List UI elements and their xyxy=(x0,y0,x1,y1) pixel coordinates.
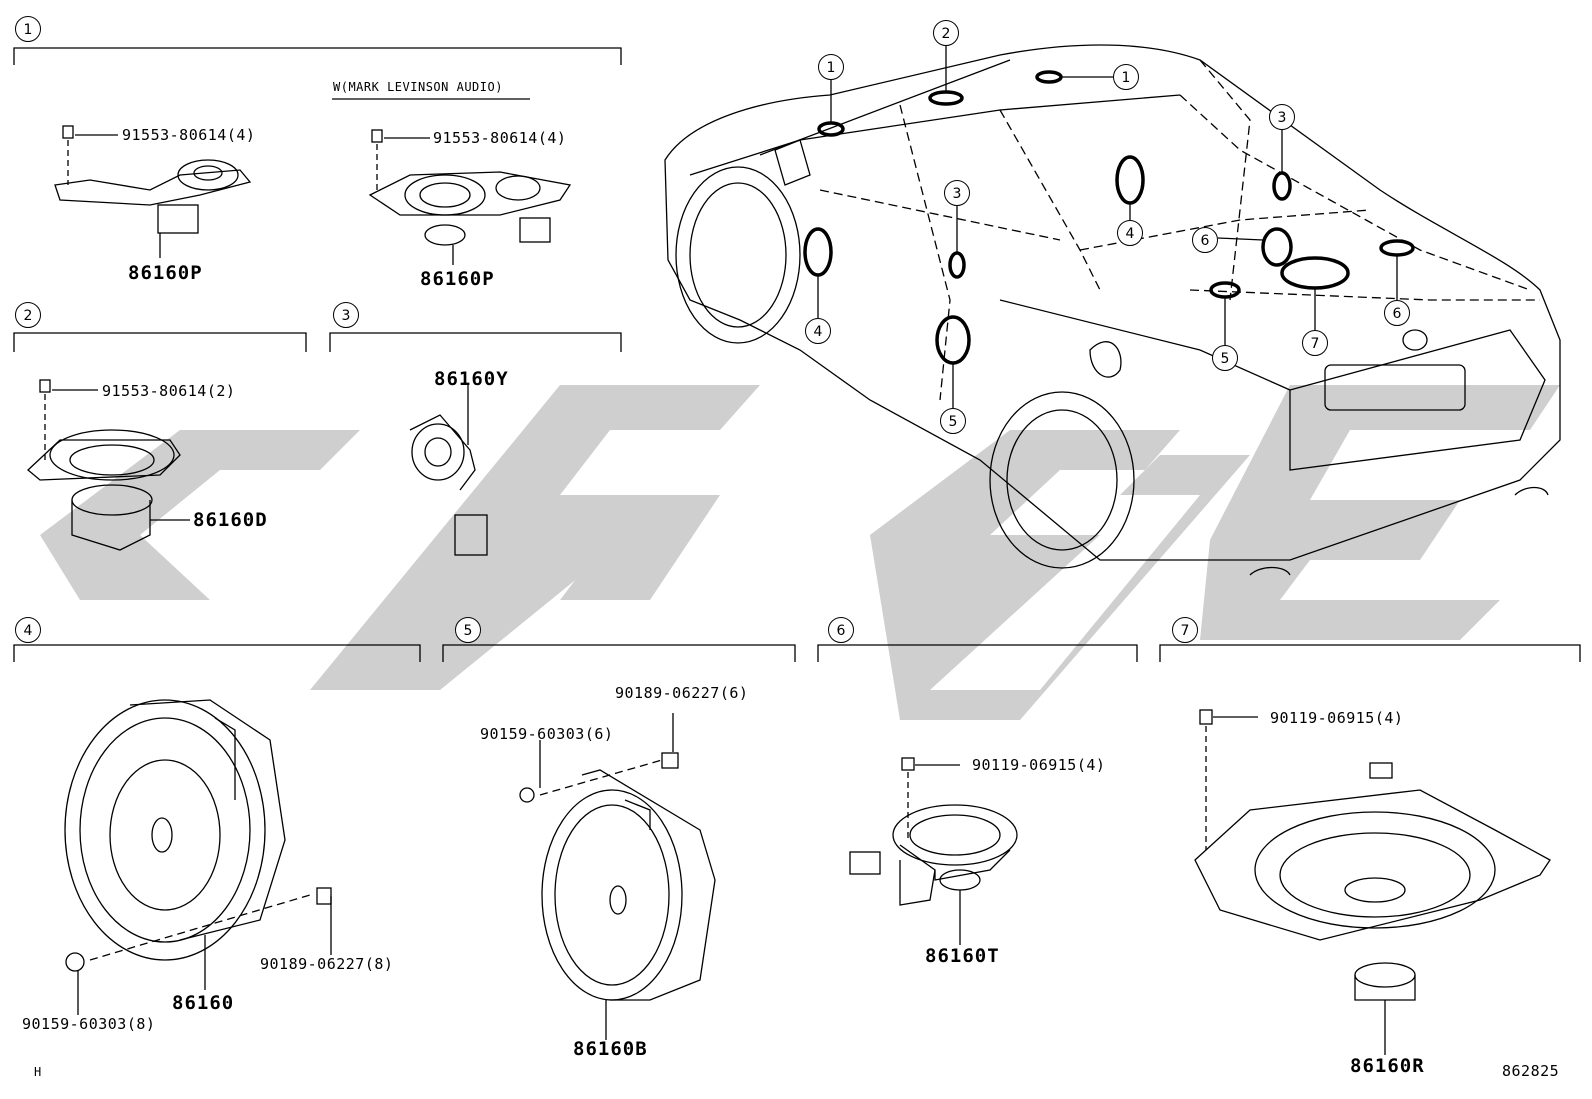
section-brackets xyxy=(13,47,1581,662)
section-1-number: 1 xyxy=(15,16,41,42)
screw-label: 90159-60303(8) xyxy=(22,1015,156,1033)
bolt-label: 90119-06915(4) xyxy=(1270,709,1404,727)
car-callout: 1 xyxy=(818,54,844,80)
car-callout: 5 xyxy=(1212,345,1238,371)
screw-label: 90159-60303(6) xyxy=(480,725,614,743)
car-callout: 4 xyxy=(805,318,831,344)
footer-left: H xyxy=(34,1065,42,1079)
car-callout: 5 xyxy=(940,408,966,434)
speaker-locations xyxy=(803,70,1415,365)
part-86160P-ml xyxy=(368,129,572,265)
section-7-number: 7 xyxy=(1172,617,1198,643)
nut-label: 90189-06227(8) xyxy=(260,955,394,973)
callout-leaders xyxy=(817,46,1398,408)
bolt-label: 90119-06915(4) xyxy=(972,756,1106,774)
section-5-number: 5 xyxy=(455,617,481,643)
watermark-logo xyxy=(40,385,1560,720)
car-callout: 3 xyxy=(944,180,970,206)
part-number: 86160B xyxy=(573,1038,648,1060)
part-number: 86160P xyxy=(128,262,203,284)
car-callout: 6 xyxy=(1192,227,1218,253)
section-6-number: 6 xyxy=(828,617,854,643)
ml-audio-label: W(MARK LEVINSON AUDIO) xyxy=(333,80,503,94)
part-86160B xyxy=(519,713,716,1040)
section-2-number: 2 xyxy=(15,302,41,328)
car-callout: 7 xyxy=(1302,330,1328,356)
bolt-label: 91553-80614(2) xyxy=(102,382,236,400)
bolt-label: 91553-80614(4) xyxy=(122,126,256,144)
car-callout: 2 xyxy=(933,20,959,46)
bolt-leaders xyxy=(52,134,1258,766)
part-number: 86160T xyxy=(925,945,1000,967)
section-3-number: 3 xyxy=(333,302,359,328)
part-number: 86160Y xyxy=(434,368,509,390)
footer-right: 862825 xyxy=(1502,1062,1560,1080)
part-86160D xyxy=(27,379,190,551)
car-callout: 6 xyxy=(1384,300,1410,326)
part-86160R xyxy=(1194,709,1551,1055)
part-number: 86160 xyxy=(172,992,235,1014)
part-number: 86160R xyxy=(1350,1055,1425,1077)
part-86160P-std xyxy=(54,125,252,258)
section-4-number: 4 xyxy=(15,617,41,643)
car-callout: 1 xyxy=(1113,64,1139,90)
car-illustration xyxy=(664,44,1561,576)
bolt-label: 91553-80614(4) xyxy=(433,129,567,147)
part-number: 86160D xyxy=(193,509,268,531)
part-86160 xyxy=(64,699,332,1015)
part-86160T xyxy=(849,757,1018,945)
part-86160Y xyxy=(409,385,488,556)
part-number: 86160P xyxy=(420,268,495,290)
nut-label: 90189-06227(6) xyxy=(615,684,749,702)
car-callout: 3 xyxy=(1269,104,1295,130)
car-callout: 4 xyxy=(1117,220,1143,246)
